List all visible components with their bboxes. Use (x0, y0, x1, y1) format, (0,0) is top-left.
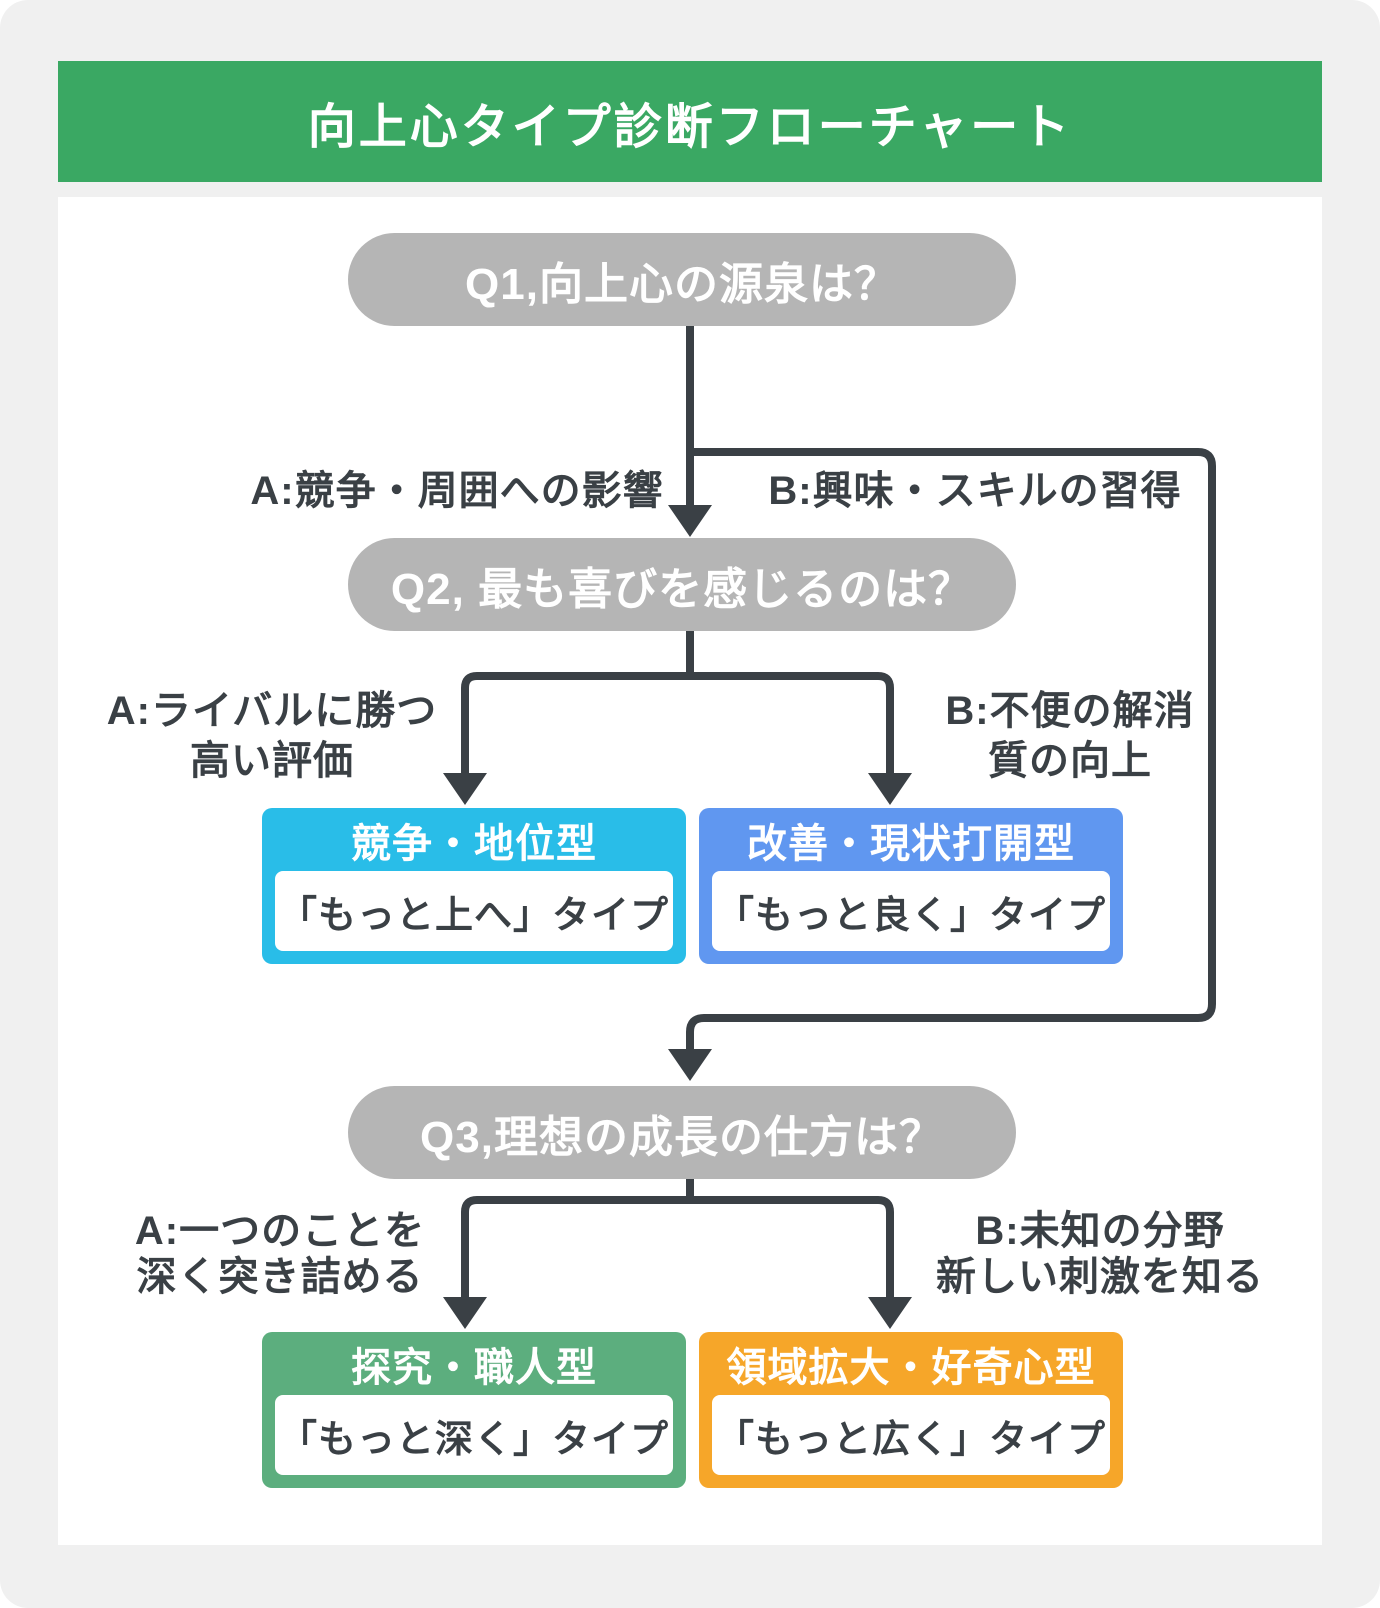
result-title: 探究・職人型 (351, 1345, 597, 1390)
branch-label-q3-b: B:未知の分野 新しい刺激を知る (880, 1208, 1320, 1300)
question-label: Q2, 最も喜びを感じるのは？ (390, 564, 974, 614)
question-label: Q1,向上心の源泉は？ (465, 259, 899, 309)
branch-label-line: 新しい刺激を知る (936, 1255, 1264, 1299)
branch-label-line: A:一つのことを (134, 1209, 426, 1253)
result-title: 競争・地位型 (351, 821, 597, 866)
result-box-improvement: 改善・現状打開型 「もっと良く」タイプ (699, 808, 1123, 964)
branch-label-q2-a: A:ライバルに勝つ 高い評価 (52, 686, 492, 786)
page-title: 向上心タイプ診断フローチャート (307, 100, 1073, 154)
branch-label-q2-b: B:不便の解消 質の向上 (850, 686, 1290, 786)
question-node-q2: Q2, 最も喜びを感じるのは？ (348, 538, 1016, 631)
header-bar: 向上心タイプ診断フローチャート (58, 61, 1322, 182)
result-subtitle: 「もっと上へ」タイプ (275, 871, 673, 951)
branch-label-line: 深く突き詰める (136, 1255, 424, 1299)
result-box-competition: 競争・地位型 「もっと上へ」タイプ (262, 808, 686, 964)
branch-label-line: 高い評価 (190, 739, 354, 783)
question-node-q1: Q1,向上心の源泉は？ (348, 233, 1016, 326)
result-box-curiosity: 領域拡大・好奇心型 「もっと広く」タイプ (699, 1332, 1123, 1488)
result-subtitle: 「もっと広く」タイプ (712, 1395, 1110, 1475)
flowchart-panel (58, 197, 1322, 1545)
result-title: 改善・現状打開型 (747, 821, 1075, 866)
question-label: Q3,理想の成長の仕方は？ (420, 1112, 944, 1162)
branch-label-line: B:不便の解消 (945, 689, 1195, 733)
result-subtitle: 「もっと良く」タイプ (712, 871, 1110, 951)
question-node-q3: Q3,理想の成長の仕方は？ (348, 1086, 1016, 1179)
result-subtitle: 「もっと深く」タイプ (275, 1395, 673, 1475)
result-box-mastery: 探究・職人型 「もっと深く」タイプ (262, 1332, 686, 1488)
branch-label-q1-a: A:競争・周囲への影響 (250, 469, 664, 513)
branch-label-q1-b: B:興味・スキルの習得 (768, 469, 1182, 513)
branch-label-q3-a: A:一つのことを 深く突き詰める (60, 1208, 500, 1300)
branch-label-line: 質の向上 (988, 739, 1152, 783)
branch-label-line: A:ライバルに勝つ (106, 689, 438, 733)
result-title: 領域拡大・好奇心型 (726, 1345, 1096, 1390)
branch-label-line: B:未知の分野 (975, 1209, 1225, 1253)
